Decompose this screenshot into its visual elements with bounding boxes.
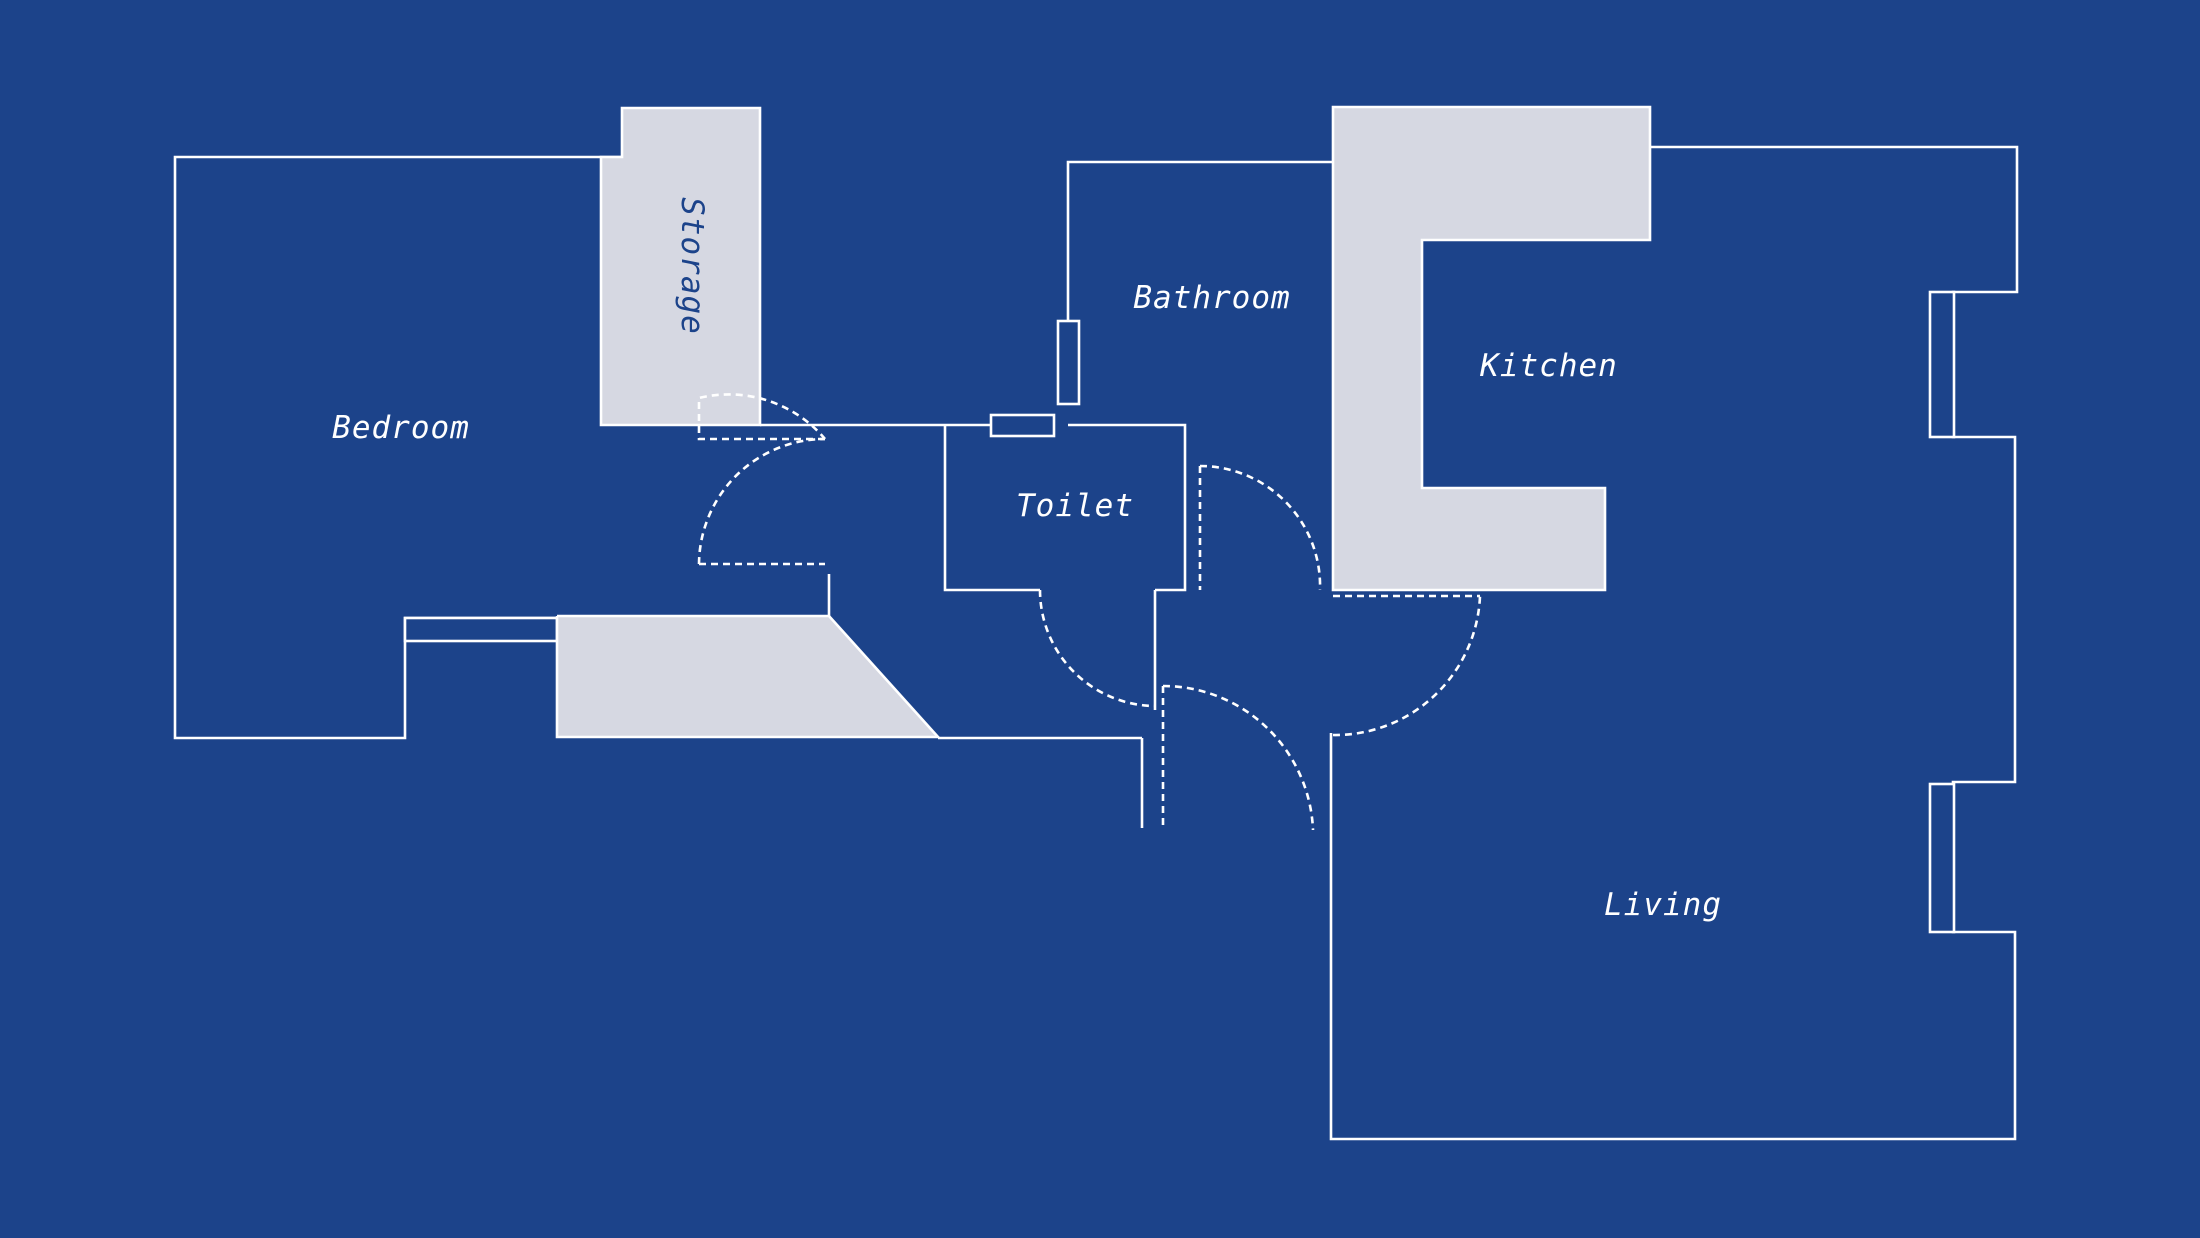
bathroom-vent-vertical	[1056, 319, 1081, 406]
kitchen-counter-fixture	[1331, 105, 1652, 592]
room-label-bedroom: Bedroom	[332, 410, 470, 446]
bedroom-window	[403, 616, 559, 643]
wardrobe-outline	[555, 614, 941, 739]
bedroom-door-arc	[697, 437, 826, 565]
room-label-storage: Storage	[674, 197, 710, 335]
wardrobe-fixture	[557, 616, 938, 737]
kitchen-window	[1928, 290, 1956, 439]
kitchen-door-arc	[1332, 595, 1482, 737]
room-label-toilet: Toilet	[1016, 488, 1134, 524]
toilet-wall	[943, 425, 1040, 592]
toilet-vent-horizontal	[989, 413, 1056, 438]
room-label-kitchen: Kitchen	[1479, 348, 1618, 384]
storage-fixture	[599, 106, 762, 427]
hall-door-arc	[1162, 684, 1315, 831]
room-label-bathroom: Bathroom	[1133, 280, 1290, 316]
living-wall	[1329, 145, 2019, 1141]
toilet-wall-right	[1068, 423, 1187, 592]
toilet-door-arc	[1038, 589, 1157, 708]
bedroom-door-swing	[697, 393, 826, 441]
bedroom-wall	[173, 155, 622, 740]
room-label-living: Living	[1604, 887, 1722, 923]
living-window	[1928, 782, 1956, 934]
bathroom-door-arc	[1199, 464, 1322, 591]
